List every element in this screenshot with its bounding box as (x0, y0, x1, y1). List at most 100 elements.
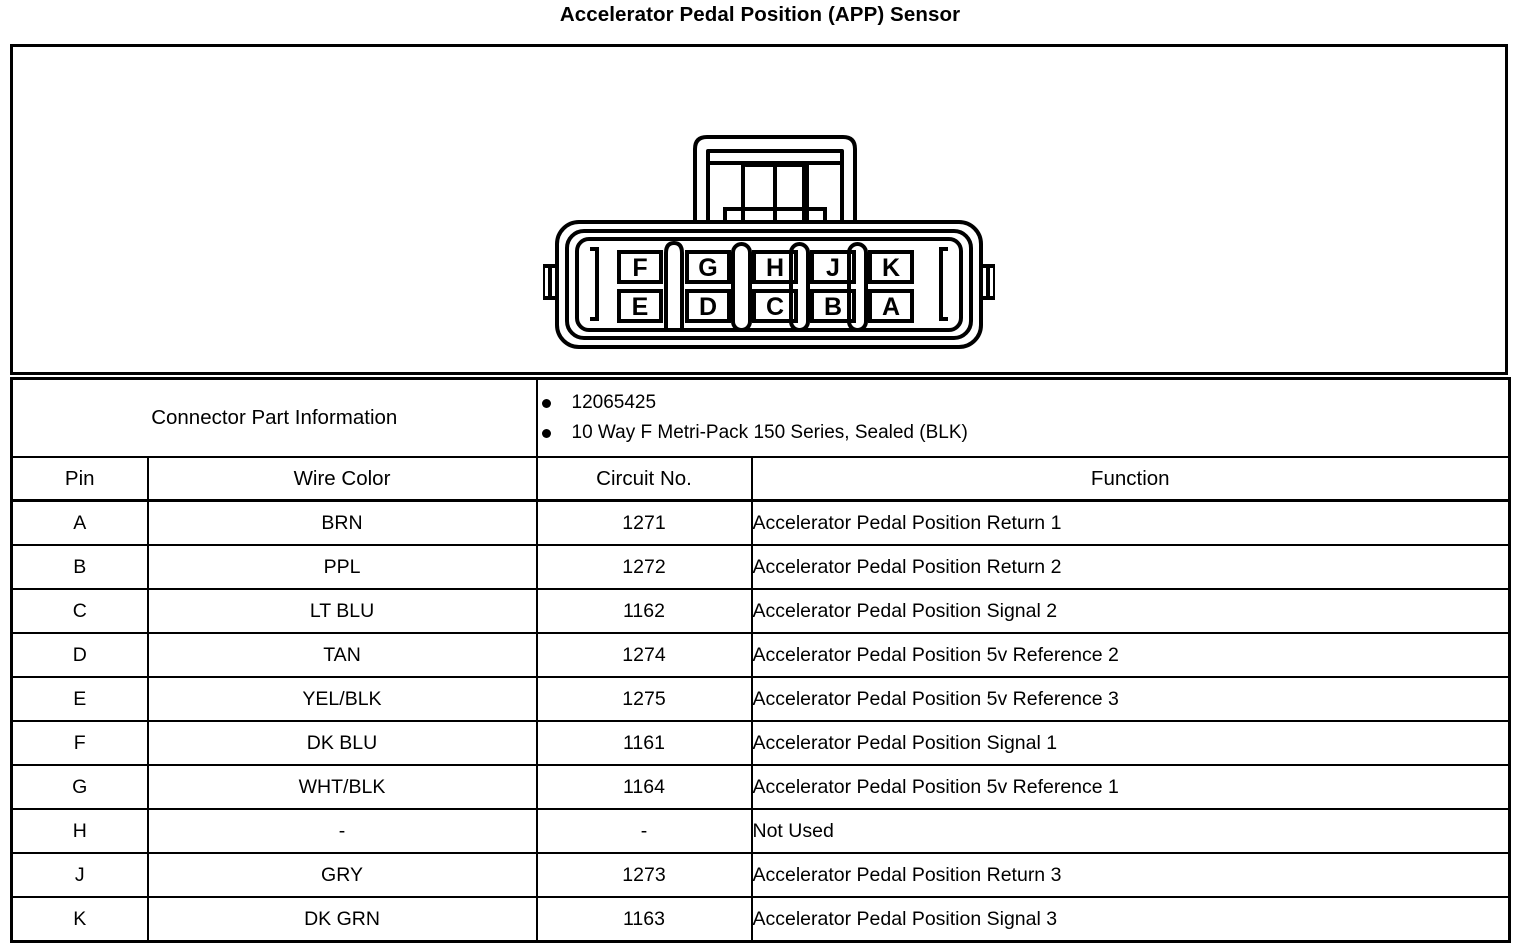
column-header-pin: Pin (10, 456, 149, 502)
cavity-box-G (685, 250, 731, 284)
cavity-rib-1 (664, 240, 684, 330)
wire-color-cell: YEL/BLK (146, 676, 538, 722)
circuit-no-cell: 1163 (535, 896, 753, 943)
cavity-rib-3 (789, 242, 810, 332)
wire-color-cell: - (146, 808, 538, 854)
pin-cell: G (10, 764, 149, 810)
connector-diagram-frame: F G H J K E D C B A (10, 44, 1508, 375)
circuit-no-cell: - (535, 808, 753, 854)
connector-part-info-item: 10 Way F Metri-Pack 150 Series, Sealed (… (538, 418, 1509, 448)
bullet-icon (541, 429, 551, 438)
function-cell: Accelerator Pedal Position Return 1 (750, 499, 1511, 546)
cavity-box-A (868, 289, 914, 323)
latch-inner-outline (706, 149, 844, 224)
latch-bottom-tab (723, 207, 827, 222)
circuit-no-cell: 1164 (535, 764, 753, 810)
cavity-label-G: G (698, 254, 717, 282)
cavity-box-D (685, 289, 731, 323)
cavity-box-K (868, 250, 914, 284)
circuit-no-cell: 1162 (535, 588, 753, 634)
wire-color-cell: PPL (146, 544, 538, 590)
pin-cell: D (10, 632, 149, 678)
function-cell: Accelerator Pedal Position Signal 3 (750, 896, 1511, 943)
cavity-box-C (752, 289, 798, 323)
cavity-label-B: B (824, 293, 842, 321)
latch-outer-shell (693, 135, 857, 224)
cavity-label-A: A (882, 293, 900, 321)
function-cell: Accelerator Pedal Position 5v Reference … (750, 632, 1511, 678)
cavity-label-H: H (766, 254, 784, 282)
connector-body-inner (575, 237, 963, 332)
circuit-no-cell: 1272 (535, 544, 753, 590)
connector-part-information-label: Connector Part Information (10, 377, 538, 458)
pin-cell: J (10, 852, 149, 898)
wire-color-cell: TAN (146, 632, 538, 678)
function-cell: Accelerator Pedal Position Signal 1 (750, 720, 1511, 766)
function-cell: Not Used (750, 808, 1511, 854)
cavity-box-H (752, 250, 798, 284)
pin-assignment-table: Connector Part Information 12065425 10 Wa… (10, 377, 1511, 943)
function-cell: Accelerator Pedal Position Return 3 (750, 852, 1511, 898)
wire-color-cell: LT BLU (146, 588, 538, 634)
column-header-circuit-no: Circuit No. (535, 456, 753, 502)
connector-body-middle (565, 229, 973, 340)
cavity-box-J (810, 250, 856, 284)
connector-part-information-row: Connector Part Information 12065425 10 Wa… (10, 377, 1511, 458)
function-cell: Accelerator Pedal Position Return 2 (750, 544, 1511, 590)
wire-color-cell: BRN (146, 499, 538, 546)
cavity-box-B (810, 289, 856, 323)
function-cell: Accelerator Pedal Position 5v Reference … (750, 764, 1511, 810)
pin-cell: E (10, 676, 149, 722)
cavity-rib-2 (731, 242, 752, 332)
right-key-notch (939, 247, 948, 321)
circuit-no-cell: 1271 (535, 499, 753, 546)
circuit-no-cell: 1161 (535, 720, 753, 766)
cavity-label-K: K (882, 254, 900, 282)
bullet-icon (541, 399, 551, 408)
circuit-no-cell: 1273 (535, 852, 753, 898)
circuit-no-cell: 1275 (535, 676, 753, 722)
column-header-wire-color: Wire Color (146, 456, 538, 502)
cavity-label-D: D (699, 293, 717, 321)
cavity-label-F: F (632, 254, 647, 282)
connector-svg: F G H J K E D C B A (543, 135, 995, 349)
wire-color-cell: WHT/BLK (146, 764, 538, 810)
page-title: Accelerator Pedal Position (APP) Sensor (559, 3, 961, 26)
cavity-box-E (617, 289, 663, 323)
pin-cell: A (10, 499, 149, 546)
cavity-label-J: J (826, 254, 840, 282)
pin-cell: H (10, 808, 149, 854)
connector-part-info-text: 10 Way F Metri-Pack 150 Series, Sealed (… (571, 422, 968, 443)
function-cell: Accelerator Pedal Position 5v Reference … (750, 676, 1511, 722)
wire-color-cell: GRY (146, 852, 538, 898)
connector-part-information-list: 12065425 10 Way F Metri-Pack 150 Series, … (535, 377, 1511, 458)
left-key-notch (590, 247, 599, 321)
wire-color-cell: DK BLU (146, 720, 538, 766)
connector-body-outer (555, 220, 983, 349)
wire-color-cell: DK GRN (146, 896, 538, 943)
connector-part-info-item: 12065425 (538, 388, 1509, 418)
function-cell: Accelerator Pedal Position Signal 2 (750, 588, 1511, 634)
pin-cell: F (10, 720, 149, 766)
circuit-no-cell: 1274 (535, 632, 753, 678)
connector-part-info-text: 12065425 (571, 392, 657, 413)
column-header-function: Function (750, 456, 1511, 502)
pin-cell: B (10, 544, 149, 590)
cavity-box-F (617, 250, 663, 284)
pin-cell: K (10, 896, 149, 943)
cavity-label-E: E (632, 293, 649, 321)
cavity-label-C: C (766, 293, 784, 321)
cavity-rib-4 (847, 242, 868, 332)
connector-illustration: F G H J K E D C B A (543, 127, 995, 367)
table-row: H--Not Used (10, 808, 1511, 854)
